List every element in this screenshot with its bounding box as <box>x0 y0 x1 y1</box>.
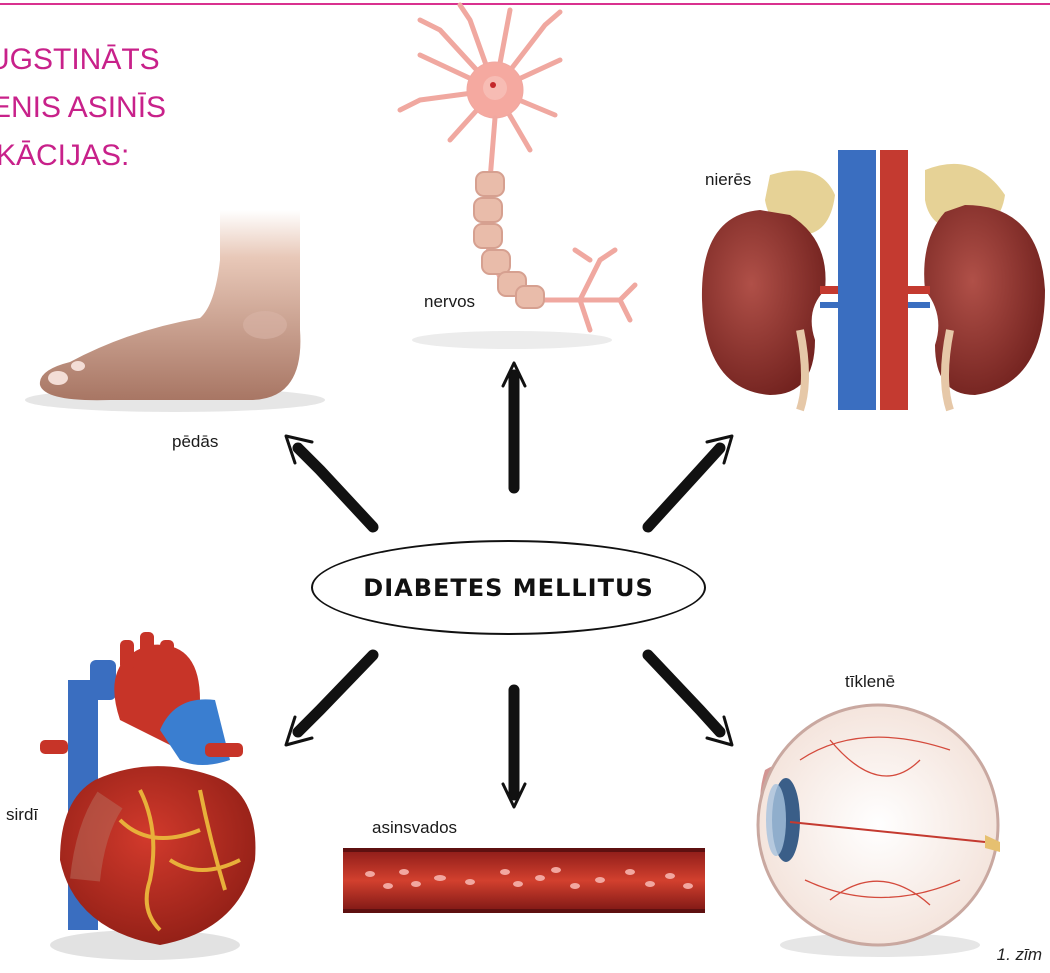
arrow-to-heart <box>286 655 373 745</box>
blood-vessel-illustration <box>343 848 705 913</box>
arrow-to-retina <box>648 655 732 745</box>
arrow-to-kidneys <box>648 436 732 527</box>
label-kidneys: nierēs <box>705 170 751 190</box>
label-nerves: nervos <box>424 292 475 312</box>
eye-illustration <box>758 705 1000 957</box>
figure-caption: 1. zīm <box>997 945 1042 965</box>
label-feet: pēdās <box>172 432 218 452</box>
label-heart: sirdī <box>6 805 38 825</box>
heart-illustration <box>40 632 255 960</box>
arrow-to-vessels <box>503 690 525 807</box>
arrow-to-feet <box>286 436 373 527</box>
diagnosis-label: DIABETES MELLITUS <box>311 540 706 635</box>
label-vessels: asinsvados <box>372 818 457 838</box>
label-retina: tīklenē <box>845 672 895 692</box>
arrow-to-nerves <box>503 363 525 488</box>
foot-illustration <box>25 210 325 412</box>
kidneys-illustration <box>702 150 1045 410</box>
